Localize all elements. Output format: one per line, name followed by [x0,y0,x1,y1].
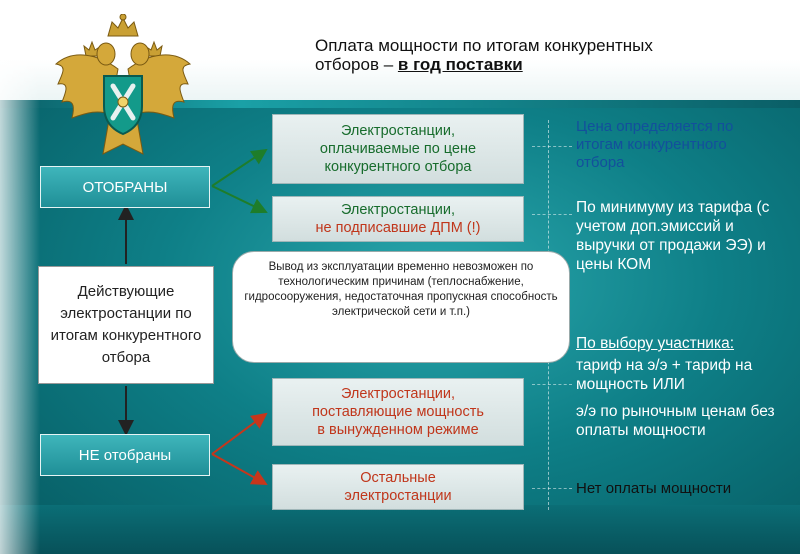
arrow-to-box4 [211,453,268,485]
arrow-to-box1 [211,148,268,187]
connector-4 [532,488,572,489]
connector-3 [532,384,572,385]
box2-line2: не подписавшие ДПМ (!) [315,220,481,236]
header-divider [0,100,800,108]
box2-line1: Электростанции, [340,202,456,218]
box1-line3: конкурентного отбора [324,159,472,175]
box4-line1: Остальные [360,470,436,486]
footer-strip [0,505,800,554]
connector-1 [532,146,572,147]
not-selected-box: НЕ отобраны [40,434,210,476]
eagle-emblem-icon [54,14,192,155]
price-text: Цена определяется по итогам конкурентног… [576,118,734,171]
title-emphasis: в год поставки [397,55,523,74]
box1-line2: оплачиваемые по цене [319,141,477,157]
operating-plants-box: Действующие электростанции по итогам кон… [38,266,214,384]
box-plants-competitive-price: Электростанции, оплачиваемые по цене кон… [272,114,524,184]
box3-line2: поставляющие мощность [312,404,484,420]
arrow-to-box2 [211,185,268,214]
title-line-1: Оплата мощности по итогам конкурентных [315,36,653,55]
box-forced-mode: Электростанции, поставляющие мощность в … [272,378,524,446]
box3-line1: Электростанции, [340,386,456,402]
left-decoration [0,0,40,554]
arrow-to-box3 [211,412,268,455]
title-line-2-prefix: отборов – [315,55,398,74]
page-title: Оплата мощности по итогам конкурентных о… [315,36,735,74]
callout-bubble: Вывод из эксплуатации временно невозможе… [232,251,570,363]
selected-box: ОТОБРАНЫ [40,166,210,208]
box1-line1: Электростанции, [340,123,456,139]
box-other-plants: Остальные электростанции [272,464,524,510]
title-line-2: отборов – в год поставки [315,55,735,74]
box-plants-no-dpm: Электростанции, не подписавшие ДПМ (!) [272,196,524,242]
connector-2 [532,214,572,215]
choice-option-a: тариф на э/э + тариф на мощность ИЛИ [576,357,753,393]
no-payment-text: Нет оплаты мощности [576,480,732,497]
choice-option-b: э/э по рыночным ценам без оплаты мощност… [576,403,775,439]
box3-line3: в вынужденном режиме [317,422,479,438]
tariff-text: По минимуму из тарифа (с учетом доп.эмис… [576,199,770,273]
box4-line2: электростанции [344,488,452,504]
participant-choice-heading: По выбору участника: [576,335,735,352]
